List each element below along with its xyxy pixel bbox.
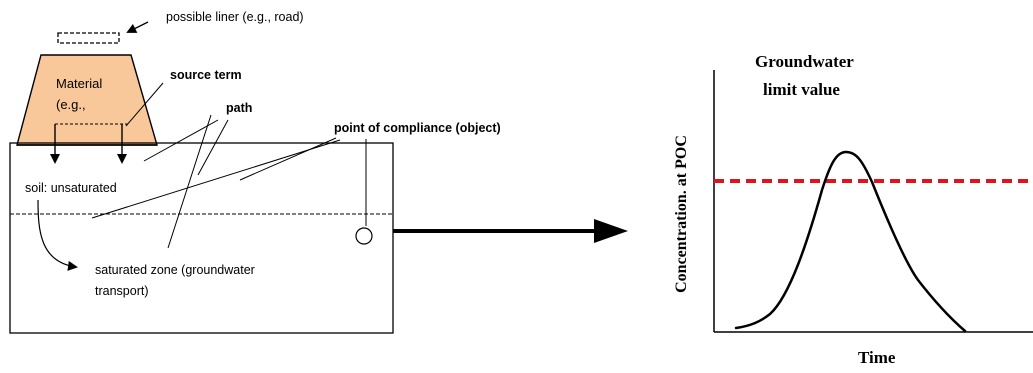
unsaturated-label: soil: unsaturated [25,181,117,195]
saturated-label: saturated zone (groundwater [95,263,255,277]
material-pile [16,54,158,146]
liner-label: possible liner (e.g., road) [166,10,304,24]
poc-circle [355,227,373,245]
y-axis-label: Concentration. at POC [673,135,690,293]
saturated-label-2: transport) [95,284,149,298]
concentration-curve [734,150,967,333]
source-term-pointer [125,82,164,127]
conceptual-schematic: possible liner (e.g., road) Material (e.… [9,10,501,334]
source-term-label: source term [170,68,242,82]
path-pointer-3 [167,114,212,249]
transport-arrow [37,199,78,271]
poc-label: point of compliance (object) [334,121,501,135]
chart-title-line2: limit value [763,80,840,99]
x-axis-label: Time [858,348,896,367]
path-pointer-1 [143,119,219,162]
liner-arrow [126,21,149,33]
poc-pointer-1 [239,137,337,181]
material-label: Material [56,76,102,91]
flow-arrow [393,219,628,243]
path-pointer-2 [197,119,229,176]
concentration-chart: Groundwater limit value Concentration. a… [673,52,1033,367]
soil-box [9,142,394,334]
liner-rect [57,32,120,44]
path-label: path [226,101,252,115]
material-label-2: (e.g., [56,97,86,112]
poc-pointer-2 [91,139,341,219]
chart-title-line1: Groundwater [755,52,854,71]
